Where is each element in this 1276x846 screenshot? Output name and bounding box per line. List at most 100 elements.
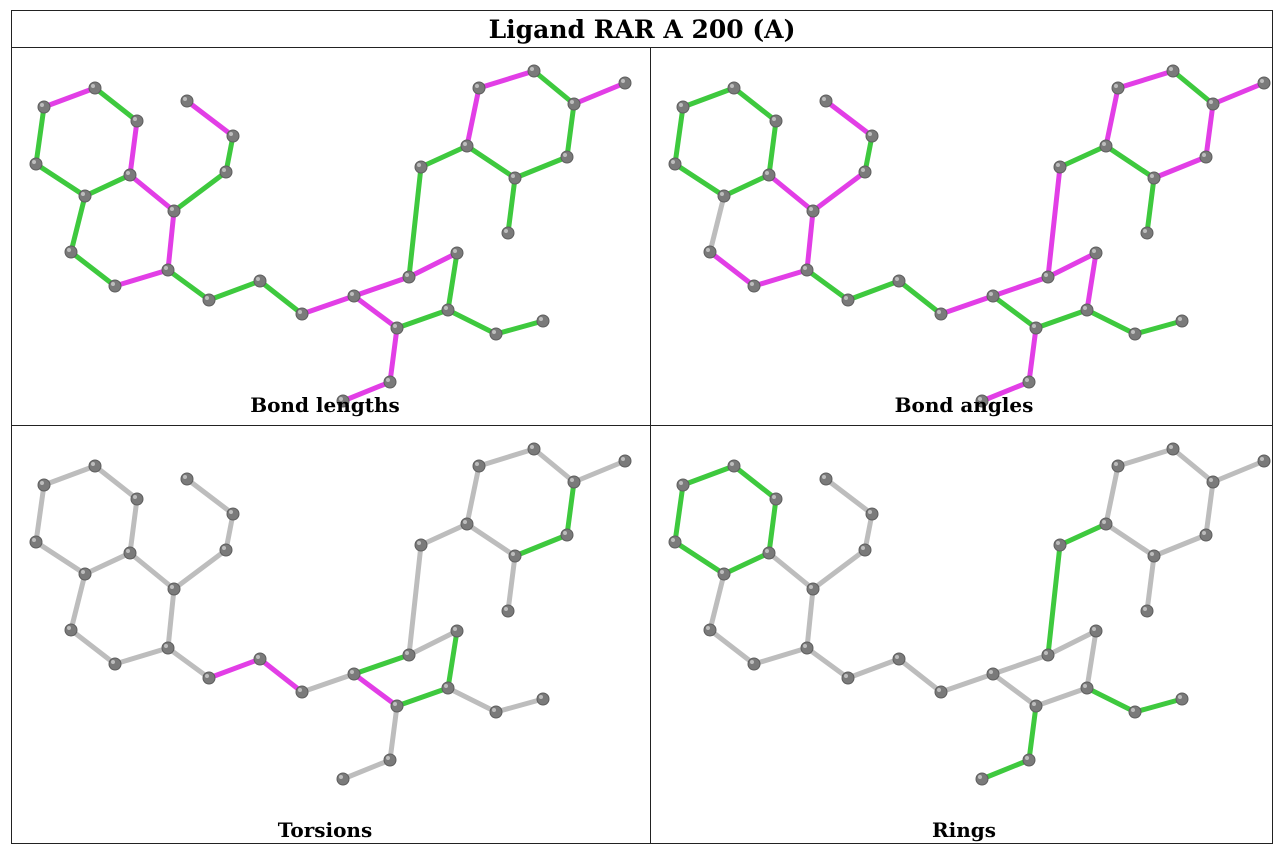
- bond: [1170, 446, 1216, 485]
- bond: [394, 685, 451, 709]
- bond: [340, 757, 393, 782]
- bond: [766, 172, 816, 214]
- atom-highlight: [1260, 79, 1264, 83]
- bond: [1057, 521, 1109, 548]
- atom: [253, 652, 267, 666]
- bond: [351, 671, 400, 709]
- atom-highlight: [386, 756, 390, 760]
- atom-highlight: [339, 397, 343, 401]
- atom-highlight: [386, 378, 390, 382]
- atom: [567, 97, 581, 111]
- bond: [810, 547, 868, 592]
- atom-highlight: [170, 585, 174, 589]
- panel-torsions: Torsions: [12, 426, 638, 842]
- atom: [703, 623, 717, 637]
- bond: [127, 496, 140, 556]
- bond: [112, 267, 171, 289]
- atom: [295, 685, 309, 699]
- bond: [493, 318, 546, 337]
- atom: [78, 189, 92, 203]
- atom-highlight: [1260, 457, 1264, 461]
- atom-highlight: [730, 84, 734, 88]
- atom-highlight: [1131, 330, 1135, 334]
- atom-highlight: [1083, 306, 1087, 310]
- atom-highlight: [1025, 378, 1029, 382]
- atom-highlight: [772, 495, 776, 499]
- atom-highlight: [539, 695, 543, 699]
- bond: [766, 550, 816, 592]
- atom: [130, 492, 144, 506]
- row-divider: [12, 425, 1272, 426]
- bond: [1033, 307, 1090, 331]
- atom-highlight: [730, 462, 734, 466]
- atom: [806, 204, 820, 218]
- atom: [1166, 64, 1180, 78]
- bond: [938, 293, 996, 317]
- atom-highlight: [1143, 229, 1147, 233]
- atom-highlight: [671, 160, 675, 164]
- atom: [1080, 681, 1094, 695]
- atom: [1029, 699, 1043, 713]
- atom-highlight: [40, 103, 44, 107]
- ligand-table: Ligand RAR A 200 (A) Bond lengths Bond a…: [11, 10, 1273, 844]
- atom: [727, 459, 741, 473]
- atom-highlight: [298, 310, 302, 314]
- atom-highlight: [621, 457, 625, 461]
- bond: [845, 656, 902, 681]
- bond: [387, 325, 400, 385]
- bond: [990, 293, 1039, 331]
- atom: [1099, 139, 1113, 153]
- bond: [165, 645, 212, 681]
- atom: [934, 685, 948, 699]
- atom-highlight: [822, 97, 826, 101]
- bond: [82, 550, 133, 577]
- atom: [934, 307, 948, 321]
- bond: [1045, 628, 1099, 658]
- panel-caption: Torsions: [277, 818, 373, 842]
- atom-highlight: [67, 626, 71, 630]
- atom-highlight: [1209, 478, 1213, 482]
- atom: [717, 189, 731, 203]
- bond: [707, 571, 727, 633]
- atom: [501, 604, 515, 618]
- atom: [1053, 538, 1067, 552]
- atom-highlight: [453, 249, 457, 253]
- atom: [108, 657, 122, 671]
- atom-highlight: [530, 445, 534, 449]
- bond: [1033, 685, 1090, 709]
- atom: [219, 543, 233, 557]
- atom-highlight: [170, 207, 174, 211]
- bond: [445, 685, 499, 715]
- bond: [1210, 80, 1267, 107]
- bond: [406, 164, 424, 280]
- atom: [1175, 692, 1189, 706]
- bond: [257, 656, 305, 695]
- atom: [1206, 475, 1220, 489]
- bond: [1144, 553, 1157, 614]
- atom-highlight: [1178, 695, 1182, 699]
- atom-highlight: [1032, 702, 1036, 706]
- bond: [564, 101, 577, 160]
- atom: [858, 165, 872, 179]
- atom-highlight: [803, 644, 807, 648]
- atom-highlight: [1169, 67, 1173, 71]
- atom-highlight: [895, 655, 899, 659]
- bond: [1026, 325, 1039, 385]
- atom: [167, 582, 181, 596]
- atom: [29, 157, 43, 171]
- atom-highlight: [679, 481, 683, 485]
- atom: [441, 303, 455, 317]
- atom-highlight: [706, 248, 710, 252]
- atom-highlight: [937, 688, 941, 692]
- atom: [123, 168, 137, 182]
- molecule-bond-angles: [668, 64, 1271, 408]
- panel-bond-lengths: Bond lengths: [12, 48, 638, 424]
- atom-highlight: [1056, 541, 1060, 545]
- bond: [672, 104, 686, 167]
- atom: [441, 681, 455, 695]
- bond: [672, 161, 727, 199]
- atom: [226, 129, 240, 143]
- atom-highlight: [706, 626, 710, 630]
- atom: [108, 279, 122, 293]
- atom: [202, 293, 216, 307]
